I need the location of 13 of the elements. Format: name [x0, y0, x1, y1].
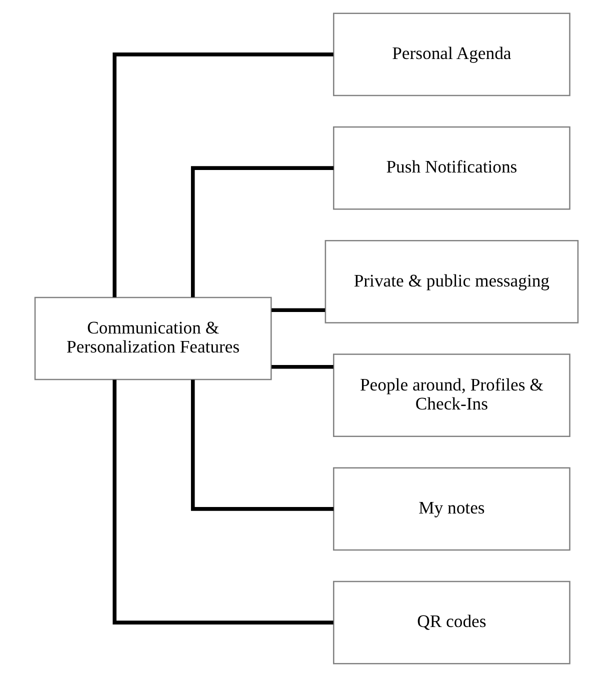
connector: [272, 365, 334, 369]
node-box: People around, Profiles & Check-Ins: [333, 354, 570, 437]
connector: [190, 380, 334, 511]
connector: [190, 166, 334, 298]
connector: [112, 380, 334, 624]
node-box: QR codes: [333, 580, 570, 664]
node-box: Communication & Personalization Features: [34, 296, 272, 380]
connector: [112, 52, 334, 298]
connector: [272, 308, 326, 312]
node-box: Personal Agenda: [333, 12, 570, 96]
node-box: My notes: [333, 467, 570, 551]
node-box: Private & public messaging: [324, 240, 579, 324]
node-box: Push Notifications: [333, 126, 570, 210]
